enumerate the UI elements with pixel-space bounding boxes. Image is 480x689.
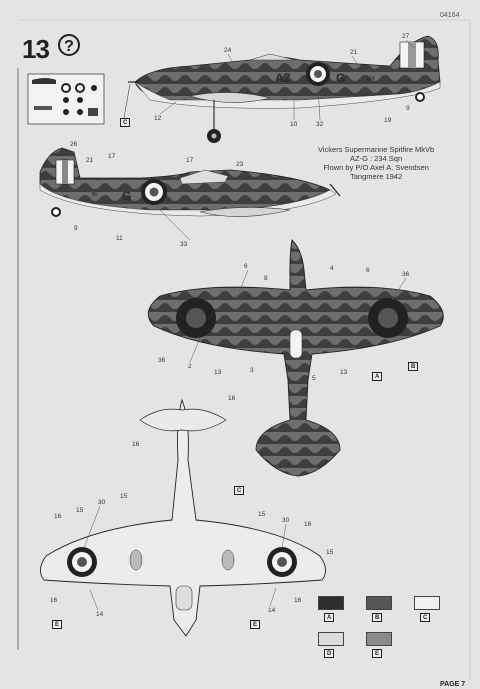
callout-number: 21 xyxy=(86,157,94,164)
caption-line: AZ-G : 234 Sqn xyxy=(350,154,403,163)
callout-number: 14 xyxy=(96,611,104,618)
callout-number: 17 xyxy=(108,153,116,160)
callout-labels: 24 21 27 12 10 32 19 9 26 21 17 17 23 9 … xyxy=(50,33,410,618)
callout-number: 3 xyxy=(250,367,254,374)
callout-number: 27 xyxy=(402,33,410,40)
page-number: PAGE 7 xyxy=(440,681,466,688)
callout-number: 23 xyxy=(236,161,244,168)
swatch-label: E xyxy=(372,649,383,658)
callout-number: 6 xyxy=(244,263,248,270)
spitfire-bottom-view xyxy=(40,398,326,637)
callout-number: 5 xyxy=(312,375,316,382)
swatch-label: B xyxy=(372,613,383,622)
callout-number: 16 xyxy=(228,395,236,402)
callout-number: 15 xyxy=(258,511,266,518)
callout-number: 26 xyxy=(70,141,78,148)
spitfire-side-view-left: G BL xyxy=(39,147,341,217)
aircraft-code-az: AZ xyxy=(275,71,291,85)
callout-number: 19 xyxy=(384,117,392,124)
paint-tag: A xyxy=(372,372,383,381)
swatch-label: A xyxy=(324,613,335,622)
callout-number: 36 xyxy=(158,357,166,364)
callout-number: 16 xyxy=(304,521,312,528)
callout-number: 9 xyxy=(74,225,78,232)
callout-number: 16 xyxy=(132,441,140,448)
callout-number: 14 xyxy=(268,607,276,614)
callout-number: 16 xyxy=(50,597,58,604)
aircraft-caption: Vickers Supermarine Spitfire MkVb AZ-G :… xyxy=(318,145,434,181)
paint-swatch-c xyxy=(414,596,440,610)
help-icon: ? xyxy=(58,34,80,56)
swatch-label: C xyxy=(420,613,431,622)
caption-line: Flown by P/O Axel A. Svendsen xyxy=(323,163,429,172)
paint-tag: C xyxy=(234,486,245,495)
callout-number: 13 xyxy=(340,369,348,376)
callout-number: 36 xyxy=(402,271,410,278)
paint-tag: B xyxy=(408,362,419,371)
paint-swatch-a xyxy=(318,596,344,610)
paint-swatch-b xyxy=(366,596,392,610)
swatch-label: D xyxy=(324,649,335,658)
paint-tag: E xyxy=(250,620,261,629)
paint-swatch-d xyxy=(318,632,344,646)
callout-number: 2 xyxy=(188,363,192,370)
serial-number: BL xyxy=(92,192,98,198)
paint-swatch-e xyxy=(366,632,392,646)
callout-number: 13 xyxy=(214,369,222,376)
aircraft-code-g: G xyxy=(336,71,345,85)
serial-number: 124 xyxy=(366,76,375,82)
spitfire-side-view-right: AZ G 124 xyxy=(123,35,441,143)
callout-number: 12 xyxy=(154,115,162,122)
callout-number: 30 xyxy=(282,517,290,524)
callout-number: 24 xyxy=(224,47,232,54)
caption-line: Vickers Supermarine Spitfire MkVb xyxy=(318,145,435,154)
callout-number: 15 xyxy=(326,549,334,556)
callout-number: 21 xyxy=(350,49,358,56)
paint-tag: E xyxy=(52,620,63,629)
paint-tag: C xyxy=(120,118,131,127)
callout-number: 32 xyxy=(316,121,324,128)
caption-line: Tangmere 1942 xyxy=(350,172,403,181)
callout-number: 11 xyxy=(116,235,123,242)
step-number: 13 xyxy=(22,34,50,64)
aircraft-code-g: G xyxy=(122,189,131,203)
kit-code: 04164 xyxy=(440,12,460,19)
callout-number: 6 xyxy=(366,267,370,274)
callout-number: 30 xyxy=(98,499,106,506)
callout-number: 33 xyxy=(180,241,188,248)
callout-number: 9 xyxy=(406,105,410,112)
callout-number: 8 xyxy=(264,275,268,282)
spitfire-top-view xyxy=(147,239,444,477)
leader-lines xyxy=(83,39,415,611)
decal-sheet-thumbnail xyxy=(27,73,105,125)
callout-number: 16 xyxy=(294,597,302,604)
callout-number: 10 xyxy=(290,121,298,128)
callout-number: 16 xyxy=(54,513,62,520)
callout-number: 15 xyxy=(76,507,84,514)
callout-number: 4 xyxy=(330,265,334,272)
callout-number: 17 xyxy=(186,157,194,164)
callout-number: 15 xyxy=(120,493,128,500)
